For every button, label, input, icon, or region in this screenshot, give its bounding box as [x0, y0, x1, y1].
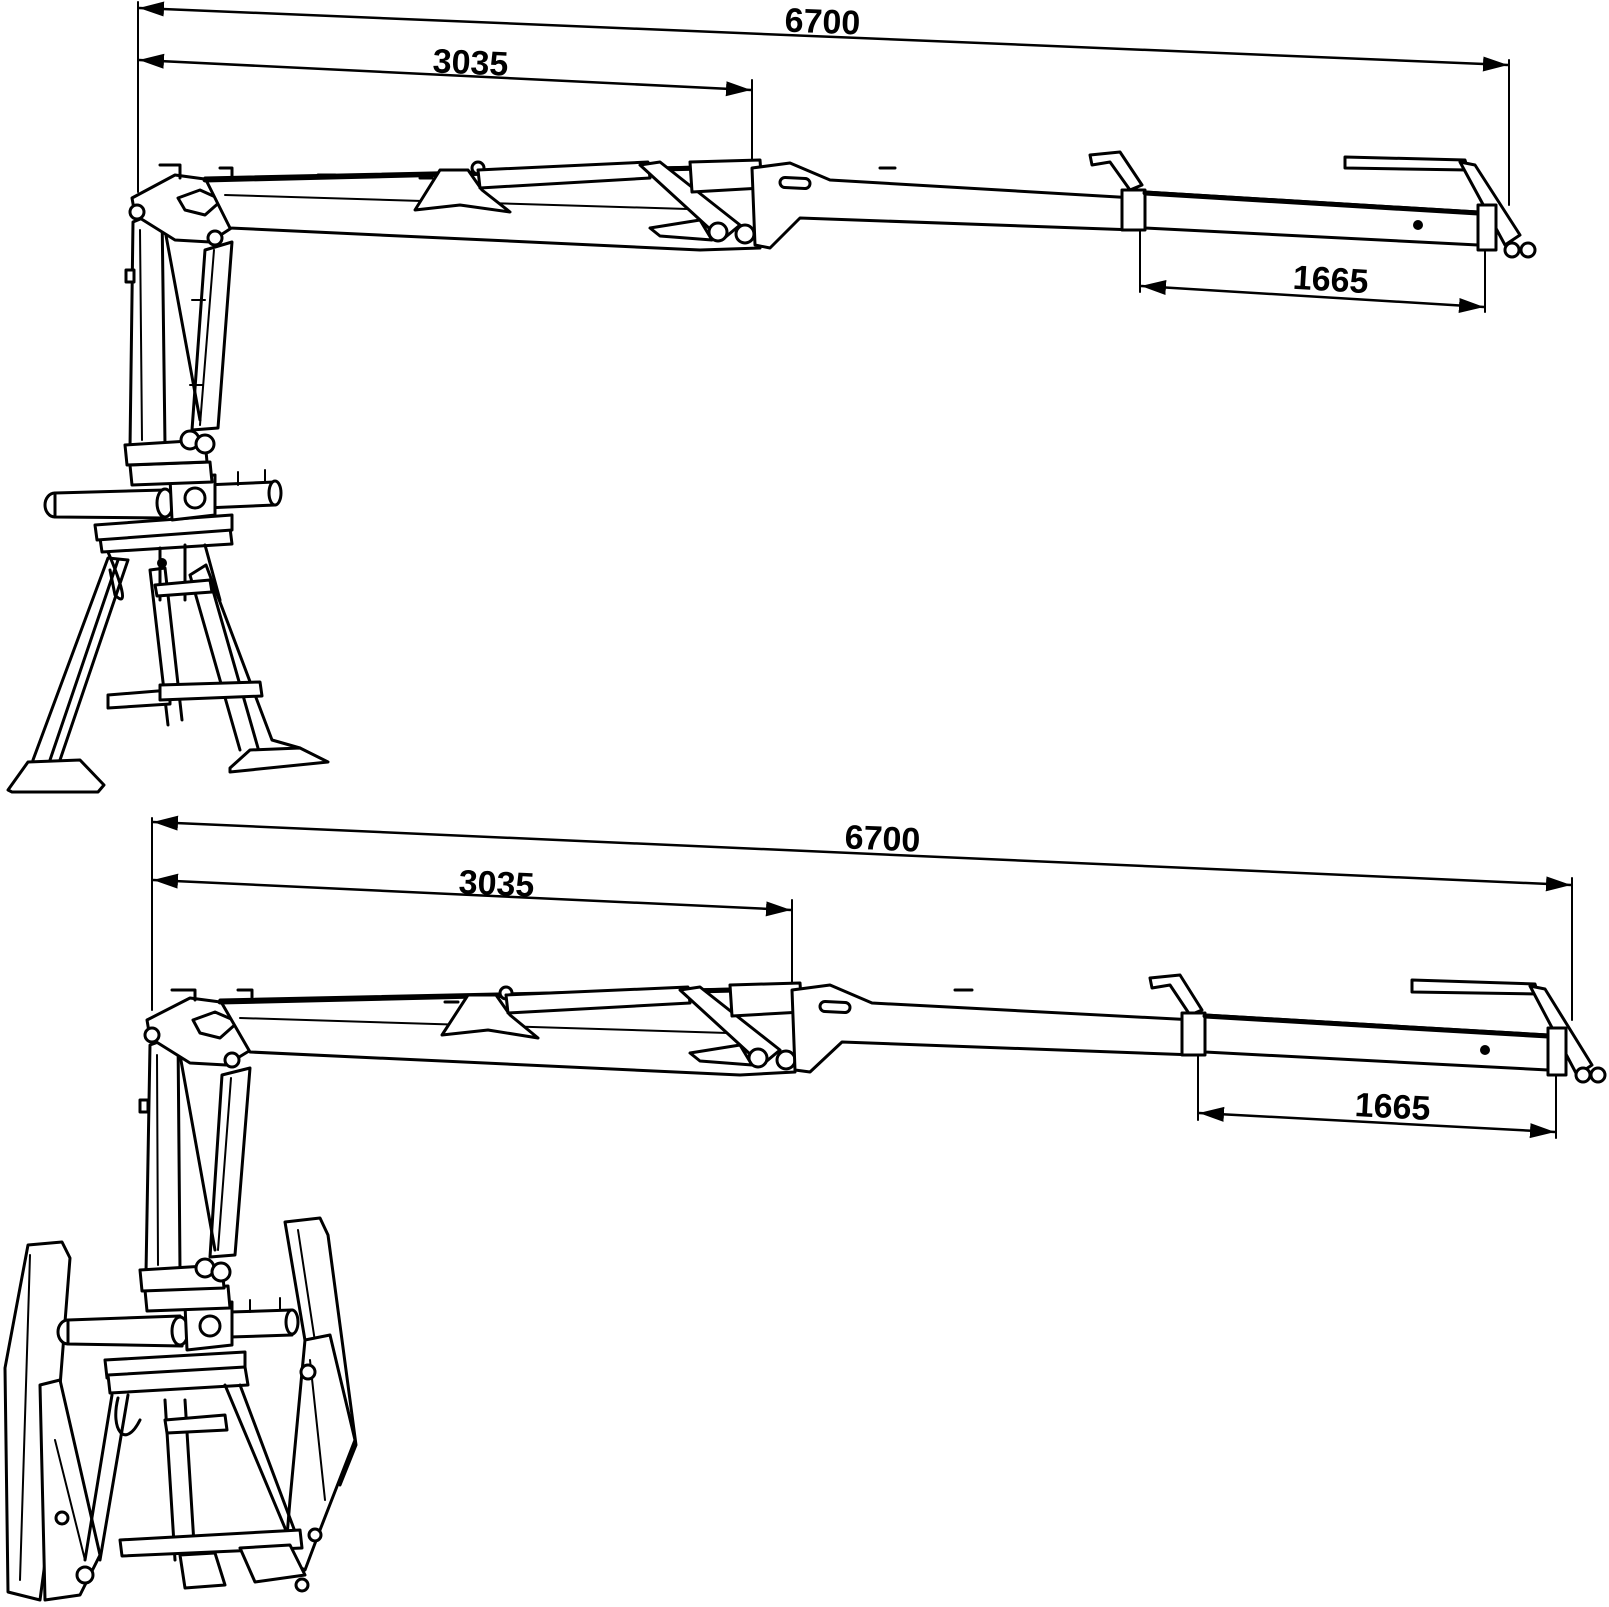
dimension-extension-top: 1665 [1139, 229, 1486, 313]
dimension-label-1665: 1665 [1354, 1086, 1432, 1128]
view-top-crane: 6700 3035 1665 [6, 1, 1537, 794]
view-bottom-crane: 6700 3035 1665 [3, 815, 1607, 1602]
dimension-extension-bottom: 1665 [1197, 1049, 1557, 1139]
outrigger-right [283, 1216, 358, 1593]
dimension-label-6700: 6700 [844, 818, 921, 859]
outrigger-left [3, 1240, 102, 1602]
dimension-label-3035: 3035 [458, 863, 535, 905]
crane-column-bottom [138, 1033, 252, 1293]
dimension-inner-boom-top: 3035 [138, 42, 753, 173]
dimension-overall-bottom: 6700 [151, 815, 1573, 1021]
crane-column [123, 208, 234, 467]
extension-boom [1142, 155, 1537, 259]
stand-tripod [6, 513, 330, 794]
boom-link-bottom [440, 981, 804, 1071]
dimension-inner-boom-bottom: 3035 [152, 863, 793, 991]
extension-boom-bottom [1202, 978, 1607, 1084]
outer-boom-bottom [790, 973, 1207, 1074]
slewing-unit-bottom [56, 1284, 300, 1352]
slewing-unit [43, 460, 283, 522]
stand-tripod-folded [83, 1350, 307, 1590]
dimension-label-3035: 3035 [432, 42, 509, 84]
dimension-overall-top: 6700 [137, 1, 1510, 206]
dimension-label-6700: 6700 [784, 2, 861, 43]
boom-link [413, 158, 764, 245]
dimension-label-1665: 1665 [1292, 259, 1370, 301]
outer-boom [750, 150, 1147, 250]
